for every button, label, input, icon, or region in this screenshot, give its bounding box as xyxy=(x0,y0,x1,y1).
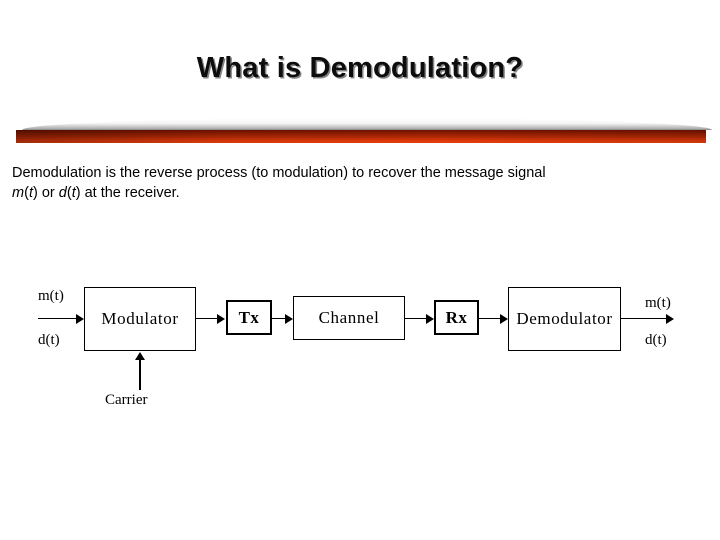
link-rx-demodulator-head xyxy=(500,313,508,324)
diagram-block-transmitter[interactable]: Tx xyxy=(226,300,272,335)
symbol-t-2: t xyxy=(71,185,76,201)
diagram-carrier-label: Carrier xyxy=(105,392,148,408)
input-arrow-head xyxy=(76,313,84,324)
diagram-block-channel-label: Channel xyxy=(318,308,380,327)
paren-open-2: ( xyxy=(66,185,72,201)
divider-accent-bar xyxy=(16,130,706,143)
diagram-output-label-mt: m(t) xyxy=(645,295,671,311)
link-modulator-tx-head xyxy=(217,313,225,324)
diagram-input-label-dt: d(t) xyxy=(38,332,60,348)
diagram-block-modulator-label: Modulator xyxy=(101,309,179,328)
symbol-m-input: m xyxy=(12,185,25,201)
block-diagram: m(t) d(t) Modulator Tx Channel Rx Demodu… xyxy=(0,270,720,420)
carrier-arrow-head xyxy=(135,352,145,360)
diagram-block-modulator[interactable]: Modulator xyxy=(84,287,196,351)
link-channel-rx-head xyxy=(426,313,434,324)
link-tx-channel-line xyxy=(272,317,288,319)
conjunction-or: or xyxy=(37,185,59,201)
symbol-t-1: t xyxy=(28,185,33,201)
link-channel-rx-line xyxy=(405,317,429,319)
body-line-2-tail: at the receiver. xyxy=(80,185,180,201)
link-tx-channel-head xyxy=(285,313,293,324)
body-paragraph: Demodulation is the reverse process (to … xyxy=(12,163,706,203)
link-rx-demodulator-line xyxy=(479,317,503,319)
carrier-arrow-line xyxy=(139,360,141,390)
body-line-1: Demodulation is the reverse process (to … xyxy=(12,165,546,181)
diagram-block-receiver-label: Rx xyxy=(445,307,468,327)
diagram-block-demodulator[interactable]: Demodulator xyxy=(508,287,621,351)
diagram-input-label-mt: m(t) xyxy=(38,288,64,304)
output-arrow-line xyxy=(621,317,671,319)
link-modulator-tx-line xyxy=(196,317,220,319)
symbol-d-input: d xyxy=(58,185,67,201)
paren-close-1: ) xyxy=(32,185,38,201)
diagram-output-label-dt: d(t) xyxy=(645,332,667,348)
divider-shadow xyxy=(22,118,712,130)
paren-close-2: ) xyxy=(75,185,81,201)
diagram-block-channel[interactable]: Channel xyxy=(293,296,405,340)
paren-open-1: ( xyxy=(24,185,29,201)
diagram-block-receiver[interactable]: Rx xyxy=(434,300,479,335)
output-arrow-head xyxy=(666,313,674,324)
diagram-block-demodulator-label: Demodulator xyxy=(516,309,613,328)
input-arrow-line xyxy=(38,317,78,319)
diagram-block-transmitter-label: Tx xyxy=(238,307,260,327)
page-title: What is Demodulation? xyxy=(196,52,524,84)
title-divider xyxy=(0,118,720,150)
